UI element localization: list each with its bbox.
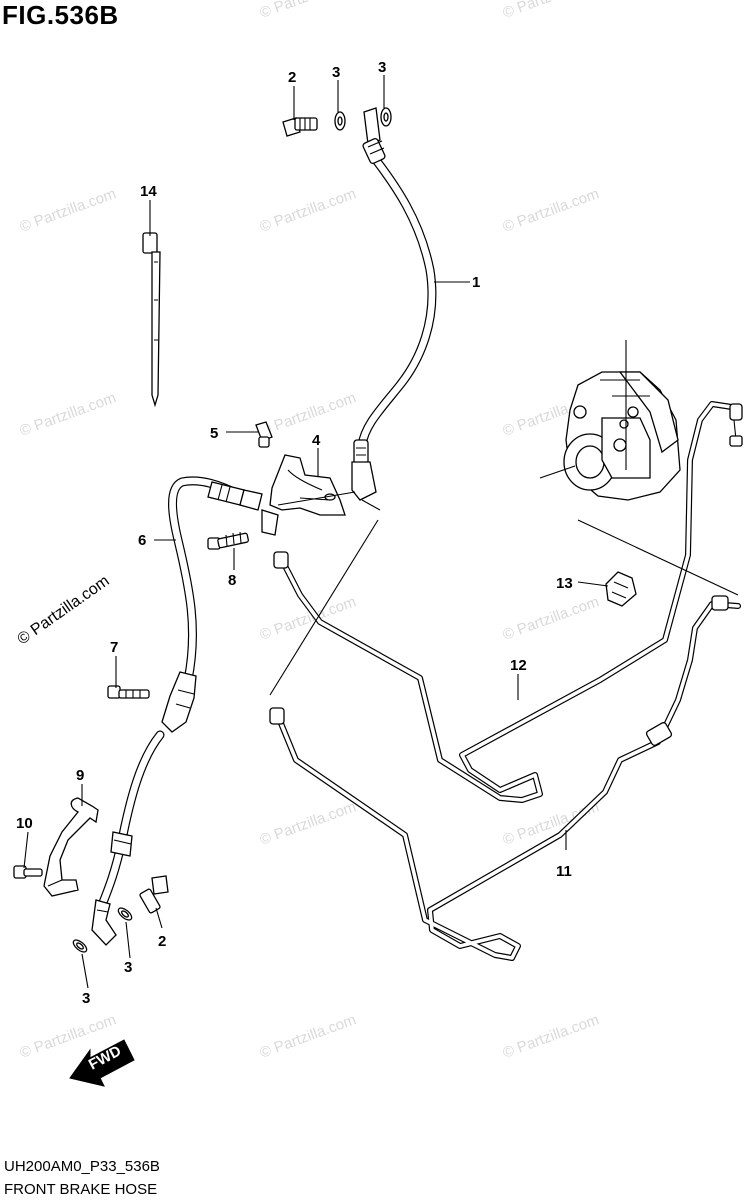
- callout-14: 14: [140, 183, 157, 200]
- watermark: © Partzilla.com: [258, 1011, 359, 1062]
- watermark: © Partzilla.com: [258, 389, 359, 440]
- cable-tie: [142, 232, 161, 408]
- brake-hose-6: [161, 476, 279, 733]
- callout-1: 1: [472, 274, 480, 291]
- brake-pipe-11: [269, 595, 741, 961]
- callout-7: 7: [110, 639, 118, 656]
- callout-13: 13: [556, 575, 573, 592]
- callout-2: 2: [158, 933, 166, 950]
- callout-12: 12: [510, 657, 527, 674]
- callout-10: 10: [16, 815, 33, 832]
- top-washers: [334, 107, 392, 131]
- watermark: © Partzilla.com: [501, 593, 602, 644]
- assembly-lines: [269, 340, 739, 696]
- watermark: © Partzilla.com: [501, 185, 602, 236]
- lower-banjo-bolt: [139, 875, 169, 914]
- watermark: © Partzilla.com: [18, 389, 119, 440]
- hose-clamp: [43, 797, 99, 897]
- brake-hose-6-lower: [91, 730, 165, 946]
- bracket-bolt-long: [207, 531, 249, 550]
- clamp-bolt: [107, 685, 150, 699]
- callout-2: 2: [288, 69, 296, 86]
- callout-3: 3: [332, 64, 340, 81]
- leader-lines: [23, 75, 609, 989]
- callout-9: 9: [76, 767, 84, 784]
- top-banjo-bolt: [282, 117, 318, 137]
- callout-8: 8: [228, 572, 236, 589]
- callout-3: 3: [124, 959, 132, 976]
- pipe-clip: [605, 571, 637, 607]
- watermark: © Partzilla.com: [501, 1011, 602, 1062]
- watermark: © Partzilla.com: [258, 185, 359, 236]
- figure-caption: FRONT BRAKE HOSE: [4, 1181, 158, 1198]
- callout-4: 4: [312, 432, 321, 449]
- figure-title: FIG.536B: [2, 0, 119, 30]
- watermark: © Partzilla.com: [258, 798, 359, 849]
- figure-code: UH200AM0_P33_536B: [4, 1158, 160, 1175]
- forward-arrow: FWD: [69, 1039, 135, 1087]
- watermark-dark: © Partzilla.com: [15, 573, 113, 649]
- clamp-bolt-small: [13, 865, 43, 879]
- brake-pipe-12: [273, 401, 743, 803]
- watermark: © Partzilla.com: [18, 185, 119, 236]
- bracket-bolt: [255, 421, 273, 448]
- callout-3: 3: [378, 59, 386, 76]
- hose-bracket: [269, 454, 346, 516]
- abs-unit: [563, 371, 681, 501]
- watermark: © Partz: [258, 0, 311, 22]
- callout-6: 6: [138, 532, 146, 549]
- lower-washers: [72, 907, 133, 953]
- callout-11: 11: [556, 863, 572, 880]
- callout-3: 3: [82, 990, 90, 1007]
- callouts: 2 3 3 14 1 5 4 6 8 7 12 13 9 10 11 2 3 3: [16, 59, 573, 1007]
- watermark: © Partz: [501, 0, 554, 22]
- brake-hose-1: [351, 107, 437, 501]
- callout-5: 5: [210, 425, 218, 442]
